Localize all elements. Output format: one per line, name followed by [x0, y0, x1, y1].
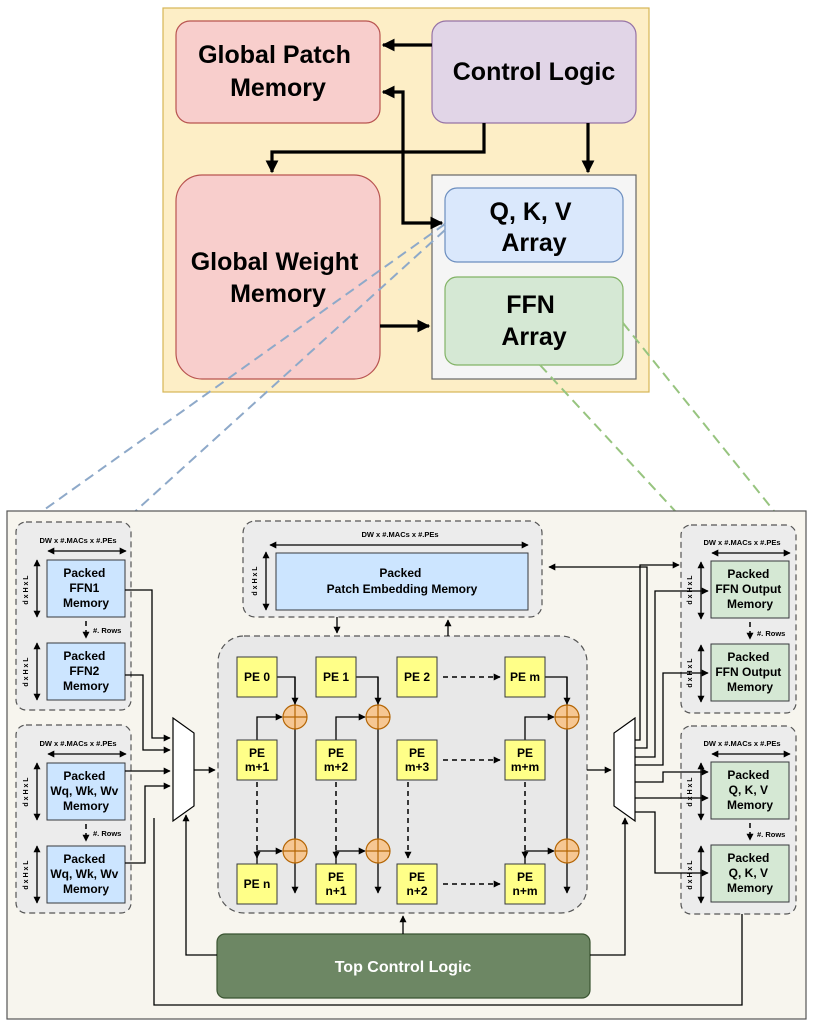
- pe-to-adder-link: [524, 713, 555, 740]
- dim-label: DW x #.MACs x #.PEs: [361, 530, 438, 539]
- bottom-wiring: [125, 561, 743, 1006]
- packed-wqkv-memory-1: Packed Wq, Wk, Wv Memory: [50, 769, 121, 813]
- pe-to-adder-link: [335, 847, 366, 864]
- top-control-logic: Top Control Logic: [216, 933, 591, 999]
- packed-ffn1-memory: Packed FFN1 Memory: [63, 566, 109, 610]
- pe-label: PE 1: [323, 670, 349, 684]
- processing-element: PE 2: [396, 656, 438, 698]
- dim-label: DW x #.MACs x #.PEs: [39, 536, 116, 545]
- control-logic: Control Logic: [431, 20, 637, 124]
- pe-to-adder-link: [256, 713, 283, 740]
- processing-element: PE 1: [315, 656, 357, 698]
- dim-label: DW x #.MACs x #.PEs: [39, 739, 116, 748]
- packed-ffn2-memory: Packed FFN2 Memory: [63, 649, 109, 693]
- ffn-array-label: FFN Array: [501, 291, 566, 351]
- output-mux: [613, 716, 636, 823]
- zoom-connectors: [19, 223, 783, 528]
- rows-label: #. Rows: [93, 626, 121, 635]
- dim-label: DW x #.MACs x #.PEs: [703, 538, 780, 547]
- pe-to-adder-link: [256, 847, 283, 864]
- pe-to-adder-link: [545, 676, 571, 705]
- packed-ffn-output-memory-1: Packed FFN Output Memory: [715, 567, 784, 611]
- dxhxl-label: d x H x L: [687, 575, 694, 605]
- qkv-array-label: Q, K, V Array: [490, 198, 579, 257]
- pe-to-adder-link: [524, 847, 555, 864]
- packed-wqkv-memory-2: Packed Wq, Wk, Wv Memory: [50, 852, 121, 896]
- pe-to-adder-link: [356, 676, 382, 705]
- dim-label: DW x #.MACs x #.PEs: [703, 739, 780, 748]
- packed-patch-embedding-memory: Packed Patch Embedding Memory: [327, 566, 478, 596]
- dxhxl-label: d x H x L: [252, 566, 259, 596]
- input-mux: [172, 716, 195, 823]
- dxhxl-label: d x H x L: [23, 860, 30, 890]
- dxhxl-label: d x H x L: [687, 860, 694, 890]
- adder-icon: [282, 838, 308, 864]
- pe-label: PE m: [510, 670, 540, 684]
- right-qkv-memory-group: DW x #.MACs x #.PEs d x H x L Packed Q, …: [680, 725, 797, 915]
- processing-element: PE m: [504, 656, 546, 698]
- left-weight-memory-group: DW x #.MACs x #.PEs d x H x L Packed Wq,…: [15, 724, 132, 914]
- pe-to-adder-link: [277, 676, 299, 705]
- global-patch-memory-label: Global Patch Memory: [198, 41, 358, 102]
- top-arrows: [265, 38, 595, 333]
- adder-icon: [282, 704, 308, 730]
- dxhxl-label: d x H x L: [23, 657, 30, 687]
- global-weight-memory: Global Weight Memory: [175, 174, 381, 380]
- global-weight-memory-label: Global Weight Memory: [191, 248, 366, 308]
- adder-icon: [365, 838, 391, 864]
- dxhxl-label: d x H x L: [23, 575, 30, 605]
- patch-embedding-memory-group: DW x #.MACs x #.PEs d x H x L Packed Pat…: [242, 520, 543, 618]
- pe-label: PE 0: [244, 670, 270, 684]
- top-control-logic-label: Top Control Logic: [335, 959, 472, 976]
- rows-label: #. Rows: [93, 829, 121, 838]
- right-ffn-output-group: DW x #.MACs x #.PEs d x H x L Packed FFN…: [680, 524, 797, 714]
- adder-icon: [554, 704, 580, 730]
- rows-label: #. Rows: [757, 629, 785, 638]
- pe-label: PE n: [244, 877, 271, 891]
- dxhxl-label: d x H x L: [23, 777, 30, 807]
- processing-element: PE 0: [236, 656, 278, 698]
- packed-qkv-memory-1: Packed Q, K, V Memory: [727, 768, 773, 812]
- rows-label: #. Rows: [757, 830, 785, 839]
- dxhxl-label: d x H x L: [687, 777, 694, 807]
- packed-ffn-output-memory-2: Packed FFN Output Memory: [715, 650, 784, 694]
- control-logic-label: Control Logic: [453, 58, 616, 86]
- pe-to-adder-link: [335, 713, 366, 740]
- left-ffn-memory-group: DW x #.MACs x #.PEs d x H x L Packed FFN…: [15, 521, 132, 711]
- qkv-array: Q, K, V Array: [444, 187, 624, 263]
- packed-qkv-memory-2: Packed Q, K, V Memory: [727, 851, 773, 895]
- ffn-array: FFN Array: [444, 276, 624, 366]
- adder-icon: [554, 838, 580, 864]
- global-patch-memory: Global Patch Memory: [175, 20, 381, 124]
- adder-icon: [365, 704, 391, 730]
- processing-element: PE n: [236, 863, 278, 905]
- pe-label: PE 2: [404, 670, 430, 684]
